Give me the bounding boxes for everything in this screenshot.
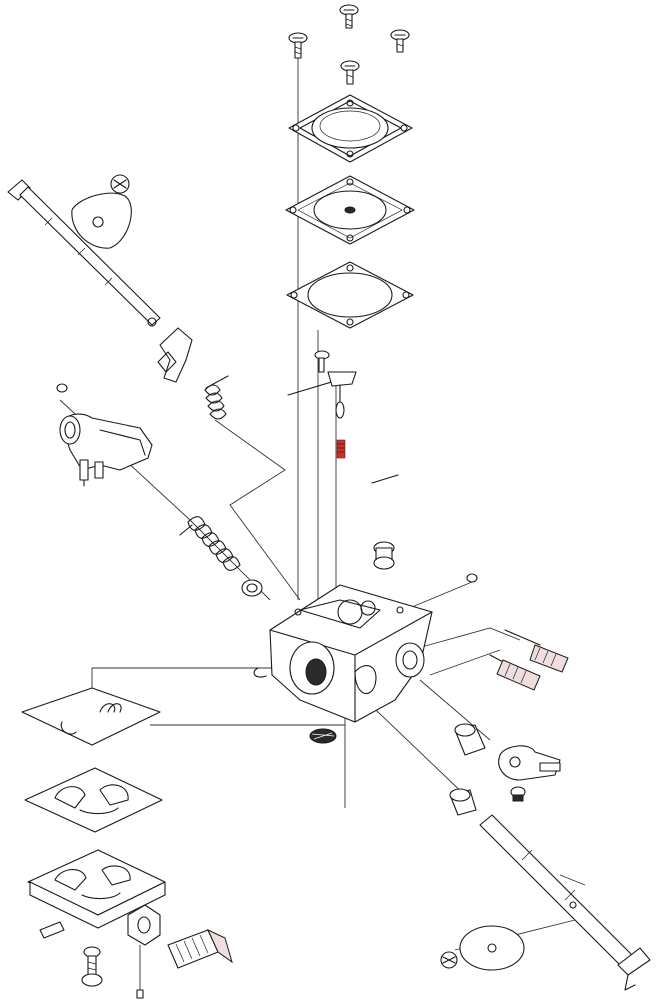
pump-cover-left bbox=[21, 687, 161, 746]
fuel-inlet-fitting bbox=[373, 541, 395, 570]
throttle-plate-screw bbox=[110, 174, 130, 194]
choke-plate-lower bbox=[459, 925, 525, 971]
carburetor-body bbox=[253, 584, 433, 723]
cover-screw-3 bbox=[390, 29, 410, 53]
metering-gasket bbox=[286, 261, 414, 329]
shaft-bushing-upper bbox=[454, 723, 486, 756]
choke-arm-right bbox=[498, 745, 561, 781]
plug-small bbox=[466, 573, 478, 583]
choke-bushing bbox=[241, 579, 263, 597]
pump-body-screw bbox=[81, 946, 103, 987]
pump-stub-left bbox=[39, 921, 65, 939]
adjustment-needle-high bbox=[504, 629, 569, 673]
adjustment-needle-low bbox=[489, 654, 541, 691]
fuel-screen bbox=[309, 728, 337, 744]
choke-lever-assembly bbox=[56, 383, 153, 487]
throttle-lever bbox=[157, 327, 193, 383]
cover-screw-4 bbox=[340, 60, 360, 85]
pump-diaphragm-left bbox=[24, 767, 163, 833]
lever-screw bbox=[510, 786, 526, 802]
metering-lever-assembly bbox=[287, 350, 399, 484]
metering-diaphragm bbox=[285, 175, 415, 245]
guide-lines bbox=[59, 45, 586, 995]
pump-pin bbox=[136, 989, 144, 999]
choke-shaft-lower bbox=[479, 814, 651, 991]
throttle-plate-upper bbox=[71, 192, 132, 249]
throttle-return-spring bbox=[204, 375, 229, 420]
pump-cover bbox=[288, 94, 413, 163]
throttle-shaft-upper bbox=[7, 179, 161, 327]
shaft-bushing-lower bbox=[449, 788, 477, 816]
cover-screw-1 bbox=[288, 32, 308, 59]
cover-screw-2 bbox=[339, 4, 359, 29]
idle-screw-spring bbox=[167, 928, 233, 969]
pump-body-left bbox=[29, 881, 166, 946]
choke-spring bbox=[179, 516, 241, 571]
choke-plate-screw bbox=[440, 951, 458, 969]
